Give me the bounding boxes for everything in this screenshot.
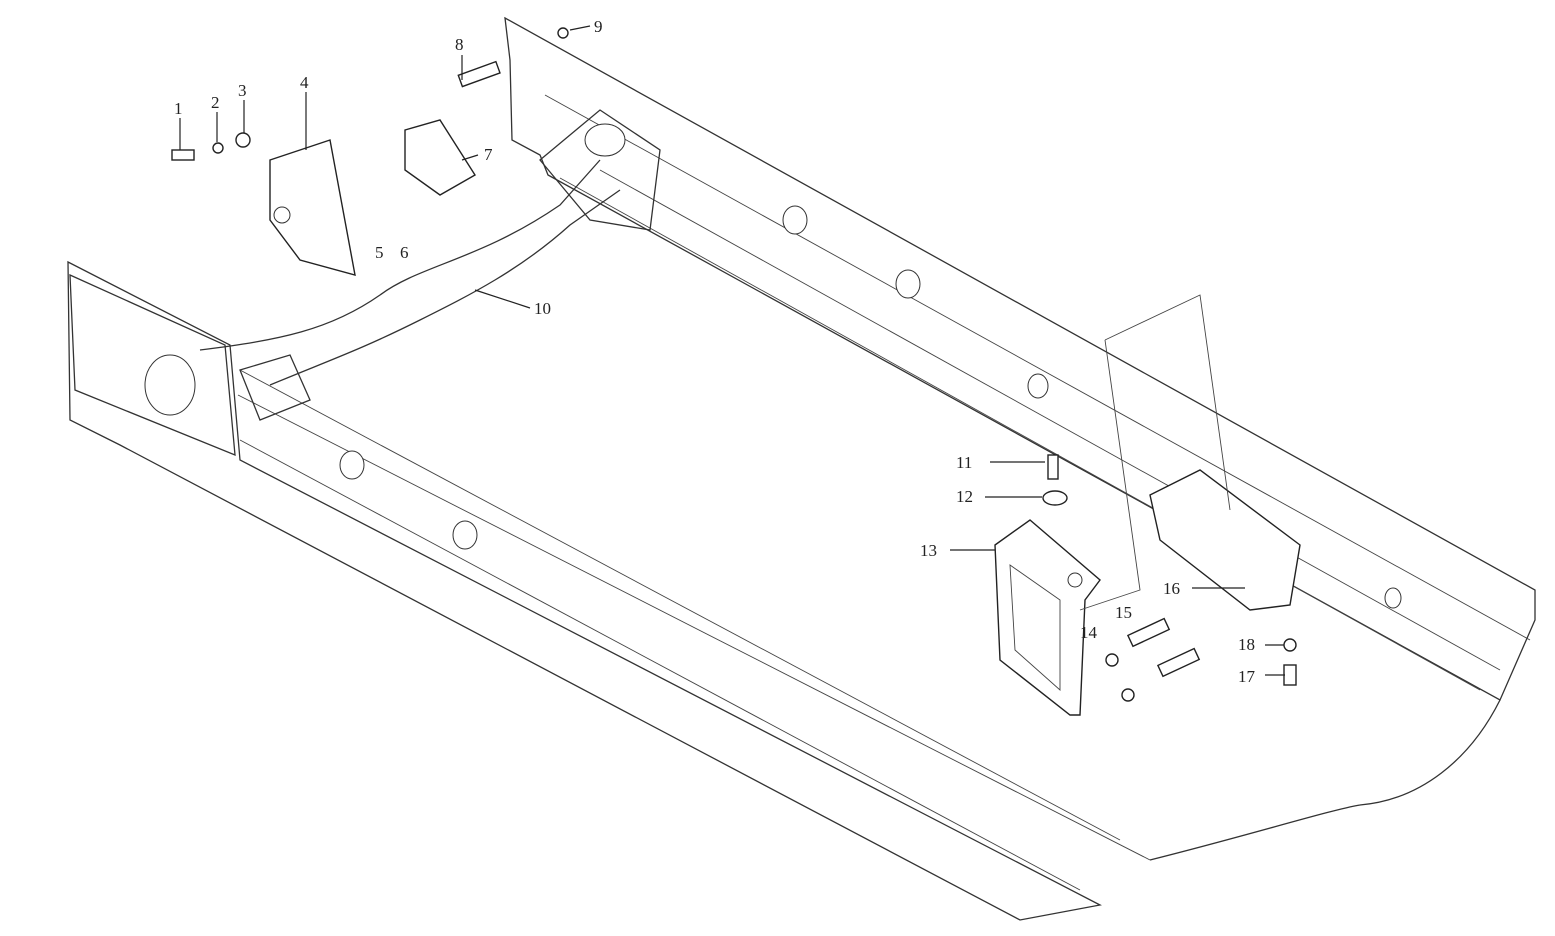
callout-9: 9 xyxy=(594,17,603,36)
callout-11: 11 xyxy=(956,453,972,472)
callout-6: 6 xyxy=(400,243,409,262)
callout-10: 10 xyxy=(534,299,551,318)
bracket-13 xyxy=(994,519,1101,716)
left-frame-rail xyxy=(67,260,1361,921)
rubber-mount-7 xyxy=(404,119,476,196)
frame-holes xyxy=(339,205,1402,609)
callout-5: 5 xyxy=(375,243,384,262)
bracket-4 xyxy=(269,139,356,276)
callout-17: 17 xyxy=(1238,667,1256,686)
right-frame-rail xyxy=(504,16,1536,806)
callout-7: 7 xyxy=(484,145,493,164)
cross-member xyxy=(199,109,661,421)
callout-3: 3 xyxy=(238,81,247,100)
callout-8: 8 xyxy=(455,35,464,54)
callout-15: 15 xyxy=(1115,603,1132,622)
callout-leaders xyxy=(179,25,1285,676)
mount-16 xyxy=(1149,469,1301,611)
fasteners xyxy=(171,27,1297,702)
callout-1: 1 xyxy=(174,99,183,118)
callout-4: 4 xyxy=(300,73,309,92)
callout-18: 18 xyxy=(1238,635,1255,654)
callout-2: 2 xyxy=(211,93,220,112)
callout-13: 13 xyxy=(920,541,937,560)
callout-12: 12 xyxy=(956,487,973,506)
callout-16: 16 xyxy=(1163,579,1180,598)
callout-14: 14 xyxy=(1080,623,1098,642)
